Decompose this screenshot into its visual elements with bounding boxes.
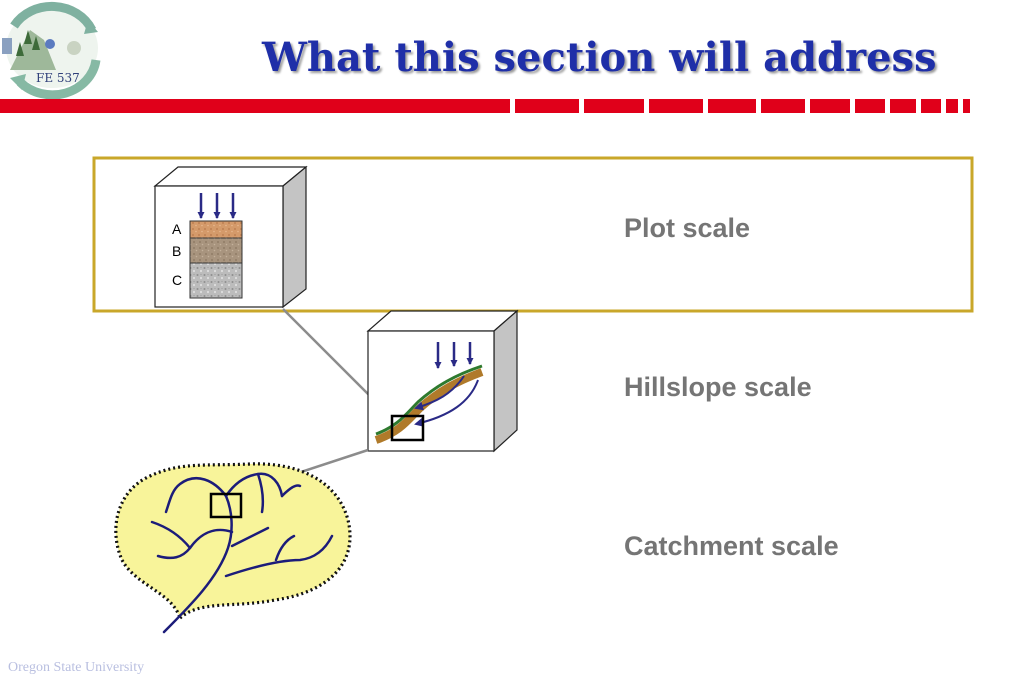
catchment-scale-label: Catchment scale: [624, 531, 839, 561]
plot-scale-highlight-frame: [92, 156, 974, 313]
main-stream: [162, 494, 233, 634]
plot-rain-arrows-icon: [197, 193, 237, 219]
logo-cloud-icon: [67, 41, 81, 55]
catchment-boundary: [114, 462, 352, 621]
stream-network: [150, 472, 334, 634]
subsurface-flow-arrow-1: [414, 379, 479, 427]
soil-horizon-c: [189, 262, 243, 299]
soil-horizon-b: [189, 237, 243, 264]
catchment-zoom-box: [209, 492, 243, 519]
logo-trees-icon: [16, 30, 40, 56]
hillslope-scale-box: [366, 309, 519, 453]
footer-institution: Oregon State University: [8, 660, 145, 675]
logo-flower-icon: [45, 39, 55, 49]
horizon-label-c: C: [172, 272, 182, 288]
course-logo: FE 537: [2, 1, 101, 100]
horizon-label-b: B: [172, 243, 181, 259]
horizon-label-a: A: [172, 221, 182, 237]
subsurface-flow-arrow-2: [414, 375, 465, 411]
catchment-area: [114, 462, 352, 634]
logo-arc-bottom-icon: [16, 59, 101, 100]
slide-title: What this section will address: [262, 34, 937, 81]
logo-arc-top-icon: [10, 1, 97, 33]
soil-horizon-a: [189, 220, 243, 239]
hillslope-scale-label: Hillslope scale: [624, 372, 812, 402]
logo-text: FE 537: [36, 71, 80, 85]
accent-bar: [0, 99, 970, 113]
plot-scale-label: Plot scale: [624, 213, 751, 243]
plot-scale-box: A B C: [153, 165, 308, 309]
hillslope-rain-arrows-icon: [434, 342, 474, 369]
hillslope-zoom-box: [390, 414, 425, 442]
